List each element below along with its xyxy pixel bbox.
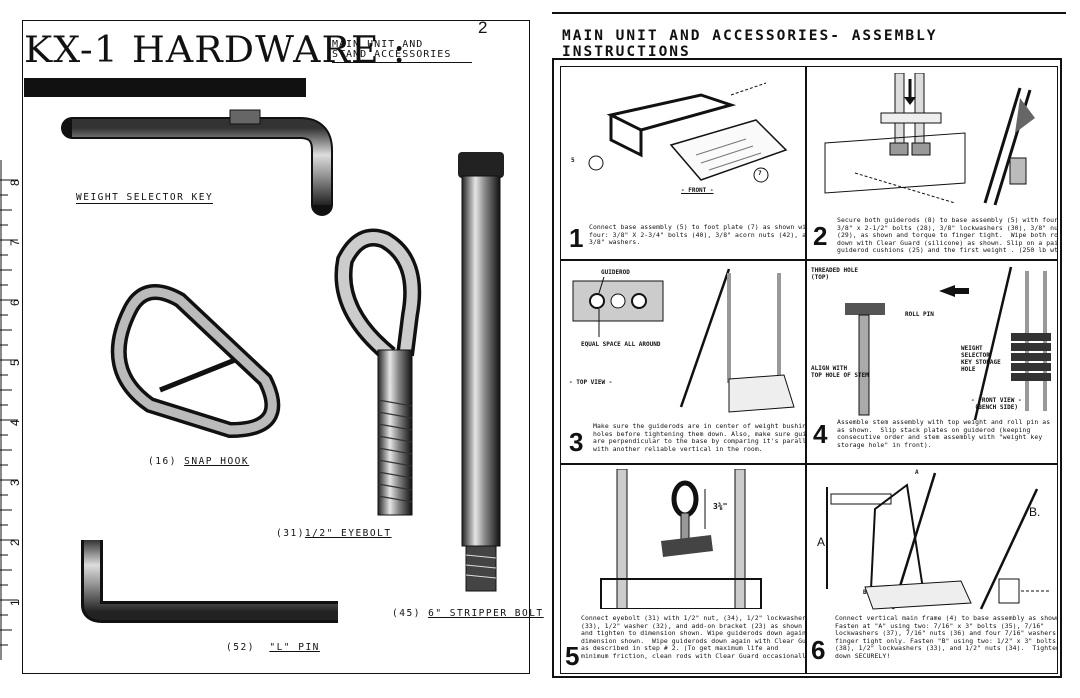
step-4-illustration: [845, 266, 1051, 421]
subtitle-line-2: STAND ACCESSORIES: [332, 49, 452, 60]
ruler-mark: 1: [8, 599, 22, 606]
step-1-panel: 5 7 - FRONT - 1 Connect base assembly (5…: [560, 66, 806, 260]
callout-dimension: 3⅜": [713, 502, 728, 511]
weight-selector-key-label: WEIGHT SELECTOR KEY: [76, 192, 214, 204]
stripper-bolt-drawing: [458, 152, 504, 592]
hardware-page: [22, 20, 530, 674]
callout-a-marker: A: [915, 469, 919, 476]
snap-hook-label: (16) SNAP HOOK: [148, 456, 250, 467]
step-3-text: Make sure the guiderods are in center of…: [593, 422, 806, 453]
step-2-number: 2: [813, 221, 828, 251]
subtitle-line-1: MAIN UNIT AND: [332, 39, 424, 50]
callout-equal-space: EQUAL SPACE ALL AROUND: [581, 341, 661, 348]
step-5-text: Connect eyebolt (31) with 1/2" nut, (34)…: [581, 614, 806, 660]
page-subtitle: MAIN UNIT AND STAND ACCESSORIES: [332, 40, 451, 60]
step-1-text: Connect base assembly (5) to foot plate …: [589, 223, 806, 247]
eyebolt-label: (31)1/2" EYEBOLT: [276, 528, 392, 539]
page-number: 2: [478, 18, 488, 37]
hardware-illustrations: [61, 109, 504, 623]
step-6-number: 6: [811, 635, 826, 665]
callout-front: - FRONT -: [681, 187, 714, 194]
ruler-mark: 8: [8, 179, 22, 186]
callout-threaded-hole: THREADED HOLE(TOP): [811, 267, 858, 281]
callout-roll-pin: ROLL PIN: [905, 311, 934, 318]
step-2-panel: 2 Secure both guiderods (8) to base asse…: [806, 66, 1058, 260]
weight-selector-key-drawing: [61, 109, 333, 216]
l-pin-label: (52) "L" PIN: [226, 642, 320, 653]
step-4-text: Assemble stem assembly with top weight a…: [837, 418, 1051, 449]
eyebolt-drawing: [334, 228, 422, 516]
ruler-mark: 4: [8, 419, 22, 426]
callout-b-label: B.: [1029, 505, 1041, 519]
step-6-panel: A. B. A B Connect vertical main frame (4…: [806, 464, 1058, 674]
instructions-title: MAIN UNIT AND ACCESSORIES- ASSEMBLY INST…: [562, 28, 938, 60]
step-6-illustration: [826, 472, 1051, 610]
ruler-mark: 7: [8, 239, 22, 246]
steps-grid: 5 7 - FRONT - 1 Connect base assembly (5…: [552, 58, 1062, 678]
l-pin-drawing: [81, 540, 338, 623]
callout-a-label: A.: [817, 535, 829, 549]
ruler-mark: 6: [8, 299, 22, 306]
step-3-illustration: [572, 268, 795, 413]
title-underline-bar: [24, 78, 306, 97]
ruler-mark: 2: [8, 539, 22, 546]
subtitle-rule: [332, 62, 472, 63]
inch-ruler: 8 7 6 5 4 3 2 1: [0, 160, 22, 660]
page-title: KX-1 HARDWARE :: [24, 30, 407, 71]
callout-guiderod: GUIDEROD: [601, 269, 630, 276]
step-2-illustration: [824, 73, 1035, 206]
step-5-number: 5: [565, 641, 580, 671]
step-1-number: 1: [569, 223, 584, 253]
step-2-text: Secure both guiderods (8) to base assemb…: [837, 216, 1058, 255]
assembly-instructions-page: MAIN UNIT AND ACCESSORIES- ASSEMBLY INST…: [552, 12, 1066, 686]
step-3-number: 3: [569, 427, 584, 457]
callout-top-view: - TOP VIEW -: [569, 379, 613, 386]
step-3-panel: GUIDEROD EQUAL SPACE ALL AROUND - TOP VI…: [560, 260, 806, 464]
snap-hook-drawing: [110, 284, 281, 439]
step-1-illustration: [588, 82, 788, 183]
callout-part-7: 7: [758, 170, 762, 177]
step-6-text: Connect vertical main frame (4) to base …: [835, 614, 1058, 660]
ruler-mark: 5: [8, 359, 22, 366]
callout-part-5: 5: [571, 157, 575, 164]
ruler-mark: 3: [8, 479, 22, 486]
step-5-panel: 3⅜" Connect eyebolt (31) with 1/2" nut, …: [560, 464, 806, 674]
step-4-number: 4: [813, 419, 828, 449]
stripper-bolt-label: (45) 6" STRIPPER BOLT: [392, 608, 544, 619]
top-rule: [552, 12, 1066, 14]
step-5-illustration: [600, 469, 762, 609]
callout-front-view: - FRONT VIEW -(BENCH SIDE): [971, 397, 1022, 411]
callout-b-marker: B: [863, 589, 867, 596]
